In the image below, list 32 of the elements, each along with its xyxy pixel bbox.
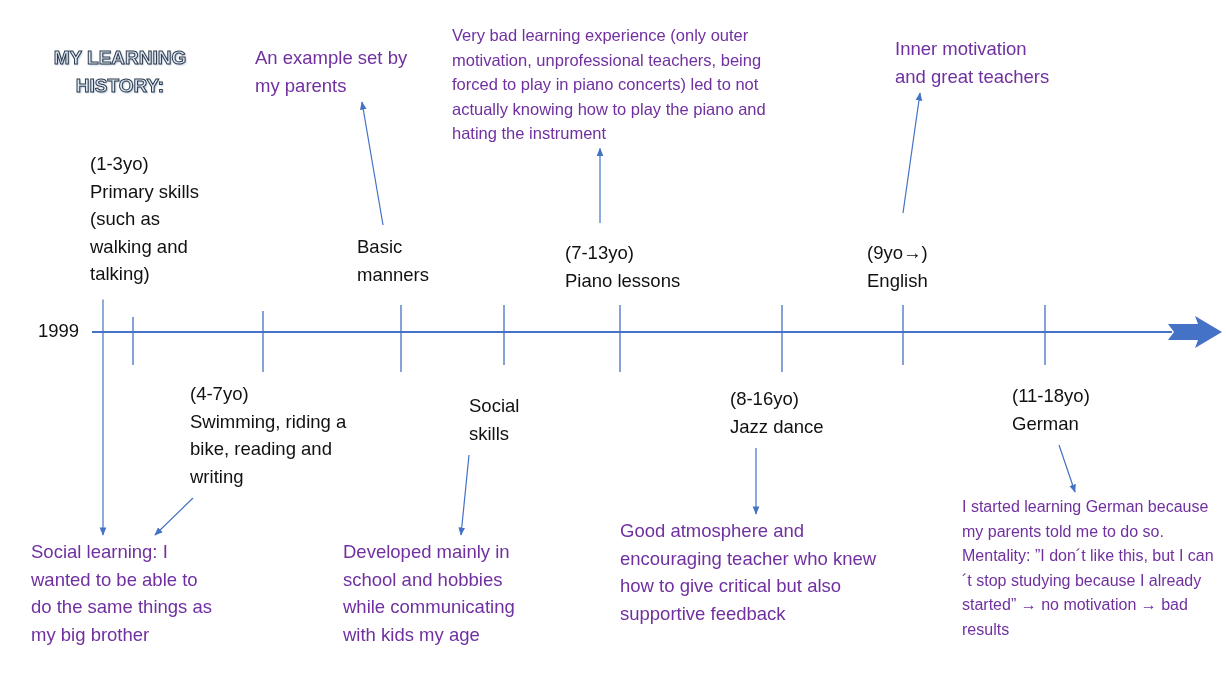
arrow: [902, 92, 923, 214]
age-range: (1-3yo): [90, 152, 150, 176]
annotation-text: Very bad learning experience (only outer motivation, unprofessional teachers, being forced to play in piano concerts) led to not actually knowing how to play the piano and hating the instrument: [452, 25, 767, 144]
annotation-text: An example set by my parents: [255, 46, 409, 98]
arrow: [596, 147, 604, 224]
annotation-text: Inner motivation and great teachers: [895, 37, 1051, 89]
age-range: (9yo→): [867, 241, 929, 265]
age-range: (8-16yo): [730, 387, 800, 411]
activity-label: Social skills: [469, 394, 521, 446]
arrow: [99, 298, 107, 536]
arrow: [359, 101, 384, 226]
activity-label: Piano lessons: [565, 268, 682, 293]
annotation-text: Social learning: I wanted to be able to do the same things as my big brother: [31, 540, 213, 647]
activity-label: Jazz dance: [730, 414, 825, 439]
arrow: [458, 454, 470, 536]
activity-label: Basic manners: [357, 235, 430, 287]
annotation-text: Developed mainly in school and hobbies while communicating with kids my age: [343, 540, 516, 647]
arrow: [752, 447, 760, 515]
activity-label: German: [1012, 411, 1080, 436]
arrow: [154, 497, 194, 536]
activity-label: Primary skills (such as walking and talking): [90, 179, 200, 286]
age-range: (4-7yo): [190, 382, 250, 406]
activity-label: English: [867, 268, 929, 293]
age-range: (11-18yo): [1012, 384, 1091, 408]
age-range: (7-13yo): [565, 241, 635, 265]
title: MY LEARNING HISTORY:: [52, 46, 188, 98]
year-label: 1999: [38, 320, 80, 342]
annotation-text: Good atmosphere and encouraging teacher who knew how to give critical but also supportive feedback: [620, 519, 878, 626]
activity-label: Swimming, riding a bike, reading and writing: [190, 409, 348, 489]
arrow: [1058, 444, 1076, 493]
annotation-text: Mentality: ”I don´t like this, but I can´t stop studying because I already started” → no motivation → bad results: [962, 546, 1215, 640]
annotation-text: I started learning German because my parents told me to do so.: [962, 497, 1210, 542]
